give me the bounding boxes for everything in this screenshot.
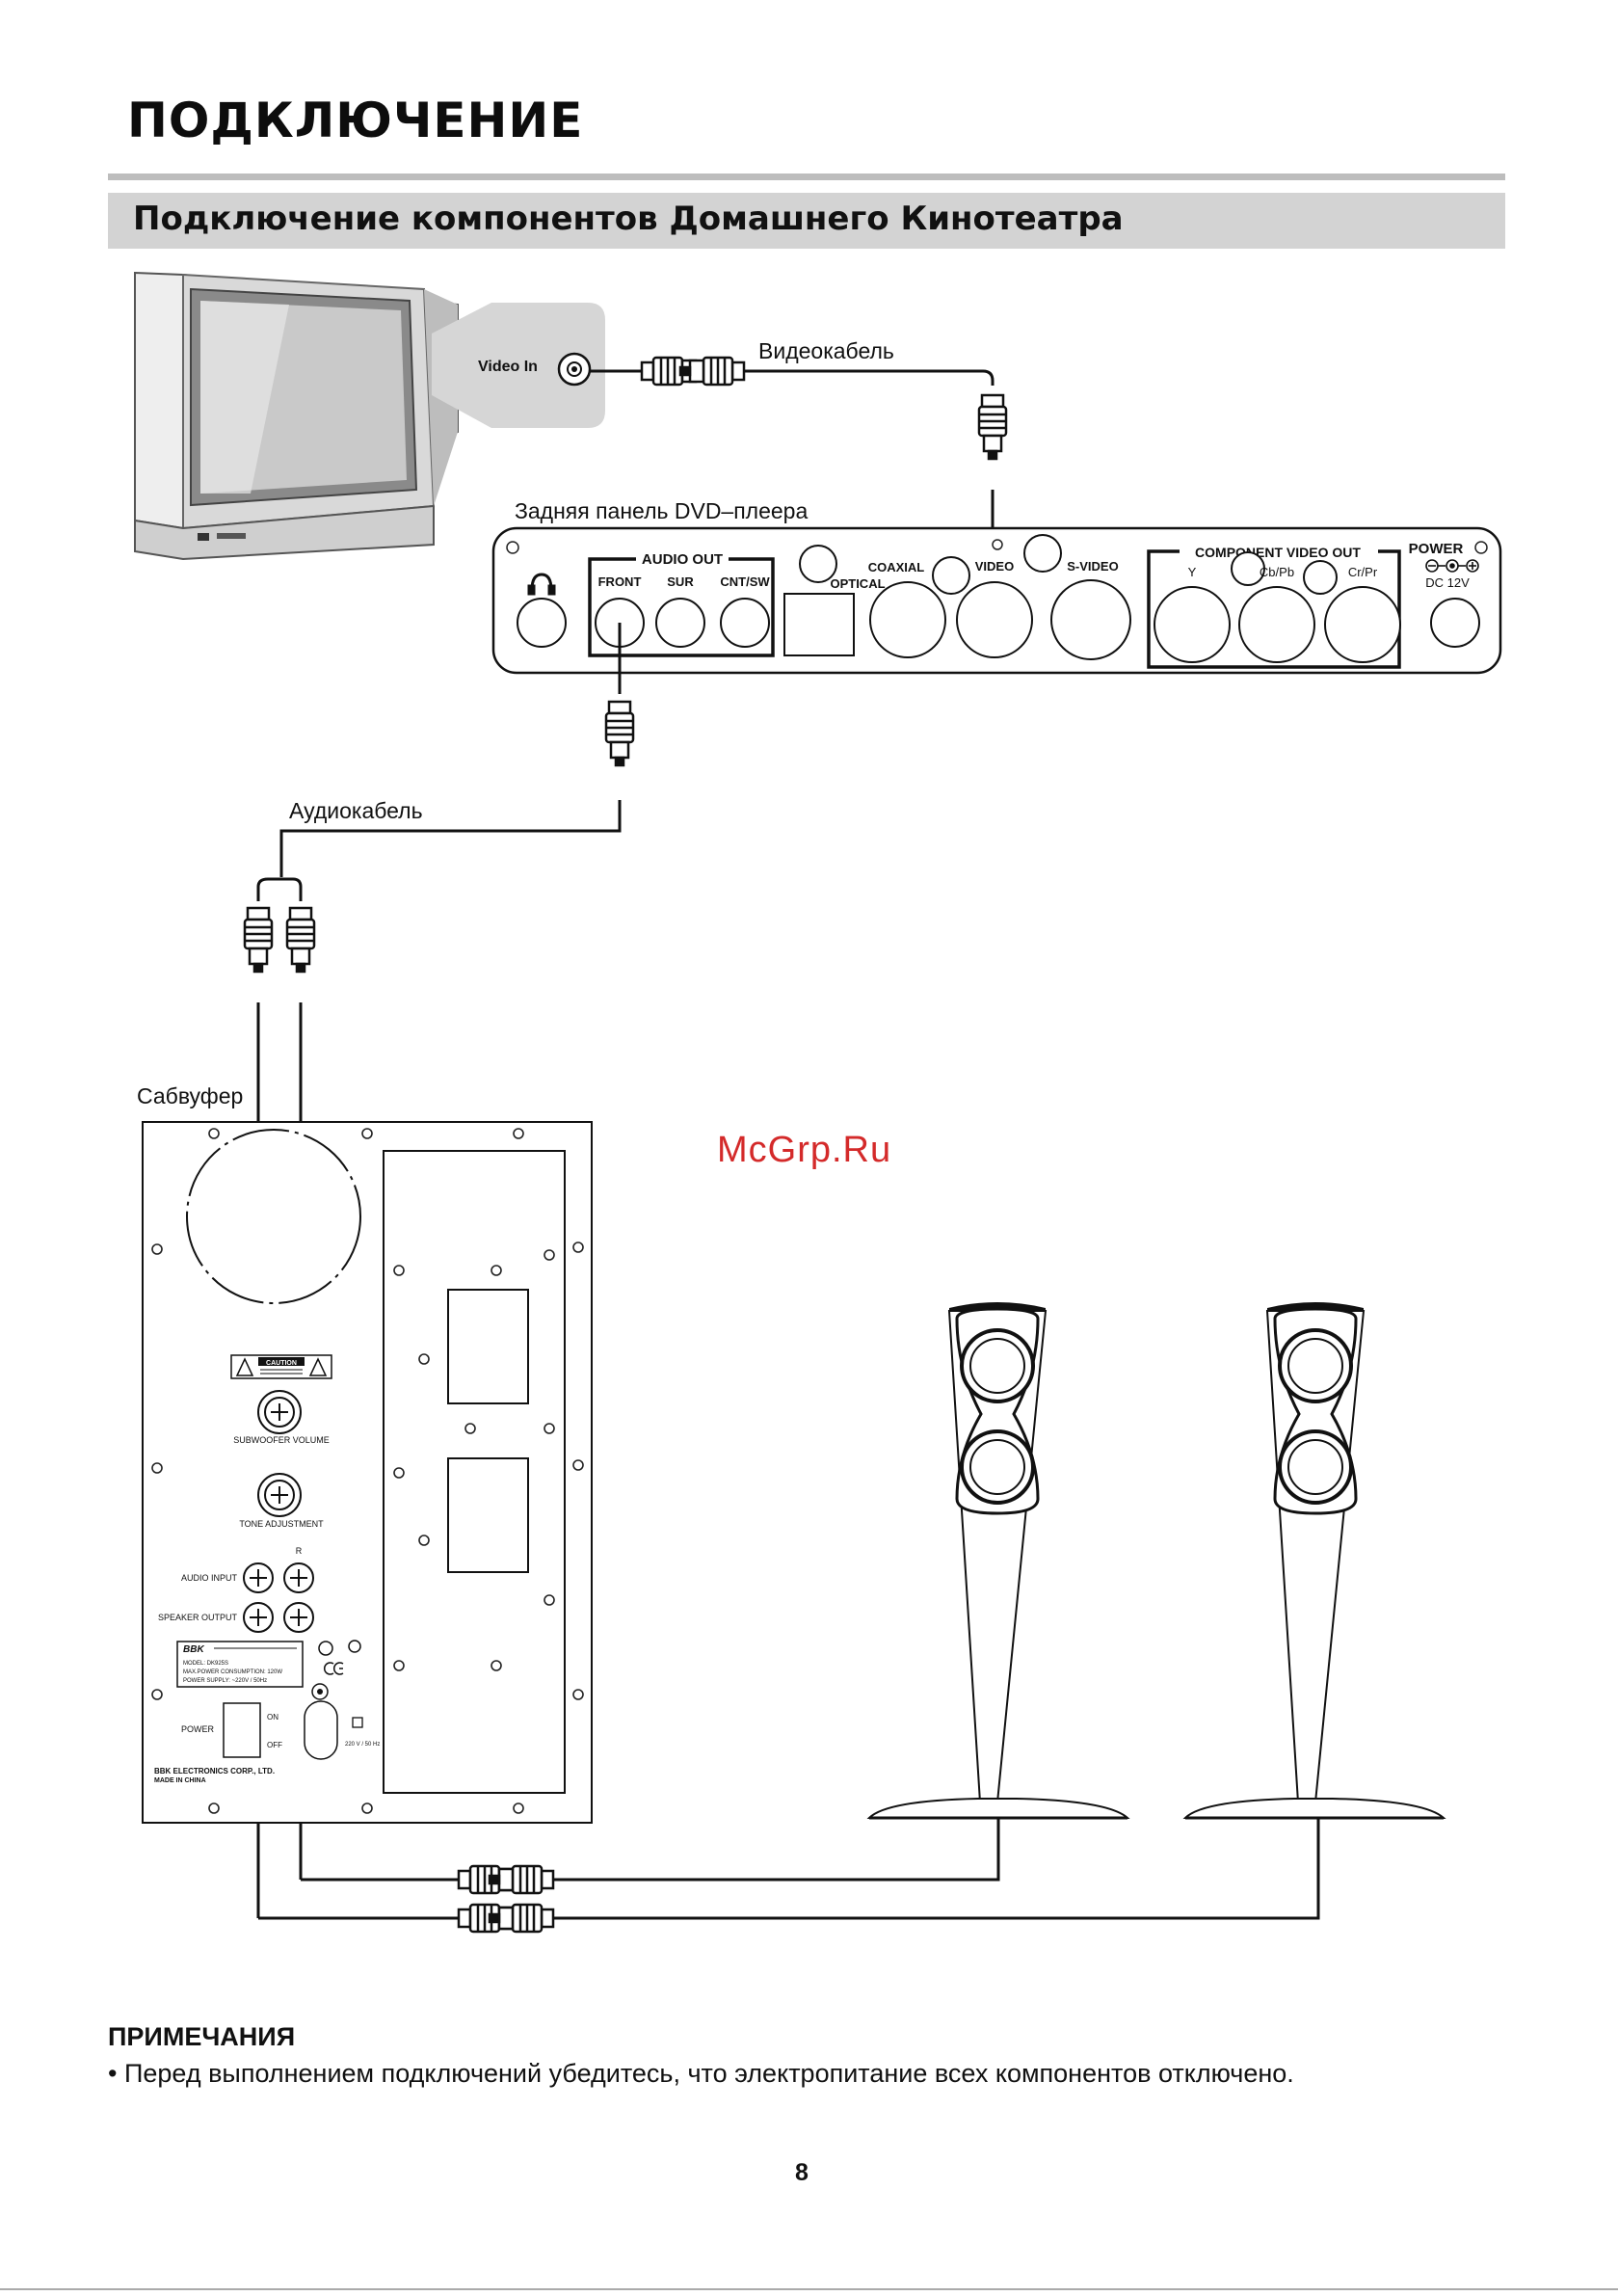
certification-marks: [318, 1640, 361, 1675]
power-supply-label: POWER SUPPLY: ~220V / 50Hz: [183, 1678, 267, 1684]
headphone-icon: [527, 573, 556, 596]
watermark: McGrp.Ru: [717, 1130, 891, 1170]
cnt-sw-label: CNT/SW: [720, 574, 770, 589]
cr-pr-jack: [1324, 586, 1401, 663]
brand-logo: BBK: [183, 1644, 204, 1655]
s-video-label: S-VIDEO: [1067, 559, 1118, 574]
page-number: 8: [795, 2159, 809, 2186]
y-jack: [1154, 586, 1231, 663]
section-title: Подключение компонентов Домашнего Киноте…: [133, 200, 1124, 238]
switch-on-label: ON: [267, 1713, 279, 1722]
front-label: FRONT: [598, 574, 642, 589]
subwoofer-volume-label: SUBWOOFER VOLUME: [233, 1435, 330, 1445]
subwoofer-volume-knob: [257, 1390, 302, 1434]
subwoofer-caption: Сабвуфер: [137, 1083, 243, 1108]
video-jack: [956, 581, 1033, 658]
coaxial-small-jack: [799, 545, 837, 583]
cr-pr-label: Cr/Pr: [1348, 565, 1378, 579]
dvd-panel-caption: Задняя панель DVD–плеера: [515, 498, 808, 523]
coaxial-jack: [869, 581, 946, 658]
tone-adjustment-knob: [257, 1473, 302, 1517]
title-rule: [108, 174, 1505, 180]
model-label: MODEL: DK925S: [183, 1661, 228, 1667]
mains-socket: [304, 1700, 338, 1760]
power-switch: [223, 1702, 261, 1758]
audio-input-left-jack: [243, 1562, 274, 1593]
speaker-output-label: SPEAKER OUTPUT: [158, 1613, 238, 1622]
optical-port: [783, 593, 855, 656]
audio-cable-plug-right: [285, 906, 316, 974]
video-cable-plug-dvd: [977, 393, 1008, 461]
front-speaker-left: [866, 1302, 1130, 1820]
headphone-jack: [517, 598, 567, 648]
audio-input-label: AUDIO INPUT: [181, 1573, 238, 1583]
subwoofer-back-panel: CAUTION SUBWOOFER VOLUME TONE ADJUSTMENT…: [142, 1121, 593, 1824]
optical-label: OPTICAL: [830, 576, 885, 591]
bottom-rule: [0, 2288, 1618, 2290]
cb-pb-label: Cb/Pb: [1260, 565, 1294, 579]
speaker-output-left-jack: [243, 1602, 274, 1633]
dc-12v-label: DC 12V: [1425, 575, 1470, 590]
power-label: POWER: [1409, 541, 1464, 557]
caution-label: CAUTION: [266, 1360, 297, 1367]
video-in-label: Video In: [478, 359, 538, 375]
audio-input-right-jack: [283, 1562, 314, 1593]
connection-diagram: Video In Видеокабель Задняя панель DVD–п…: [134, 271, 1502, 1934]
tv-illustration: [134, 271, 459, 561]
mains-label: 220 V / 50 Hz: [345, 1742, 380, 1748]
notes-title: ПРИМЕЧАНИЯ: [108, 2022, 296, 2051]
front-speaker-right: [1182, 1302, 1446, 1820]
component-video-out-label: COMPONENT VIDEO OUT: [1195, 545, 1361, 560]
power-switch-label: POWER: [181, 1724, 215, 1734]
dc-polarity-icon: [1425, 559, 1479, 573]
video-cable-plug-mid: [678, 356, 746, 387]
audio-cable-plug-dvd: [604, 700, 635, 767]
audio-cable-label: Аудиокабель: [289, 798, 423, 823]
page-title: ПОДКЛЮЧЕНИЕ: [127, 93, 584, 148]
audio-cable-plug-left: [243, 906, 274, 974]
video-cable-label: Видеокабель: [758, 338, 894, 363]
dc-jack: [1430, 598, 1480, 648]
tone-adjustment-label: TONE ADJUSTMENT: [239, 1519, 324, 1529]
switch-off-label: OFF: [267, 1741, 282, 1749]
y-label: Y: [1188, 565, 1197, 579]
speaker-output-right-jack: [283, 1602, 314, 1633]
video-in-callout: Video In: [432, 303, 605, 428]
sur-label: SUR: [667, 574, 694, 589]
manufacturer-label: BBK ELECTRONICS CORP., LTD.: [154, 1767, 275, 1775]
r-mark: R: [296, 1546, 303, 1556]
s-video-jack: [1050, 579, 1131, 660]
max-power-label: MAX.POWER CONSUMPTION: 120W: [183, 1669, 282, 1675]
video-label: VIDEO: [975, 559, 1014, 574]
dvd-back-panel: AUDIO OUT FRONT SUR CNT/SW OPTICAL COAXI…: [491, 526, 1502, 675]
coaxial-label: COAXIAL: [868, 560, 925, 574]
notes-item: • Перед выполнением подключений убедитес…: [108, 2059, 1294, 2088]
cnt-sw-jack: [720, 598, 770, 648]
cb-pb-jack: [1238, 586, 1315, 663]
sur-jack: [655, 598, 705, 648]
audio-out-label: AUDIO OUT: [642, 551, 723, 568]
section-bar: [108, 193, 1505, 249]
made-in-label: MADE IN CHINA: [154, 1777, 206, 1784]
